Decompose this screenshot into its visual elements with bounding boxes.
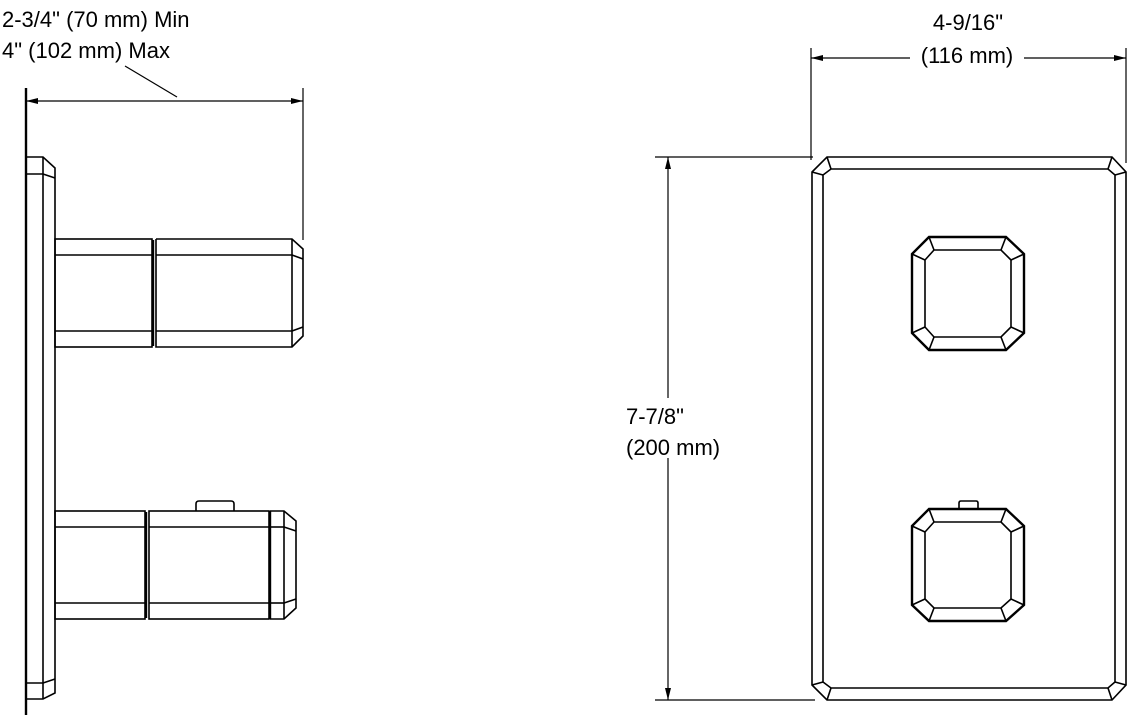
- side-view: 2-3/4" (70 mm) Min 4" (102 mm) Max: [2, 7, 304, 715]
- depth-max-label: 4" (102 mm) Max: [2, 38, 170, 63]
- depth-dimension: 2-3/4" (70 mm) Min 4" (102 mm) Max: [2, 7, 304, 240]
- width-dimension: 4-9/16" (116 mm): [810, 10, 1127, 163]
- height-imperial-label: 7-7/8": [626, 404, 684, 429]
- upper-handle-side: [54, 238, 304, 348]
- depth-min-label: 2-3/4" (70 mm) Min: [2, 7, 190, 32]
- front-view: 4-9/16" (116 mm) 7-7/8" (200 mm): [626, 10, 1127, 701]
- lower-handle-side: [54, 500, 297, 620]
- lower-handle-front: [910, 500, 1026, 623]
- trim-plate-side: [26, 156, 56, 700]
- width-imperial-label: 4-9/16": [933, 10, 1003, 35]
- height-dimension: 7-7/8" (200 mm): [626, 156, 815, 701]
- trim-plate-front: [811, 156, 1127, 701]
- width-metric-label: (116 mm): [921, 43, 1014, 68]
- upper-handle-front: [910, 235, 1026, 352]
- height-metric-label: (200 mm): [626, 435, 720, 460]
